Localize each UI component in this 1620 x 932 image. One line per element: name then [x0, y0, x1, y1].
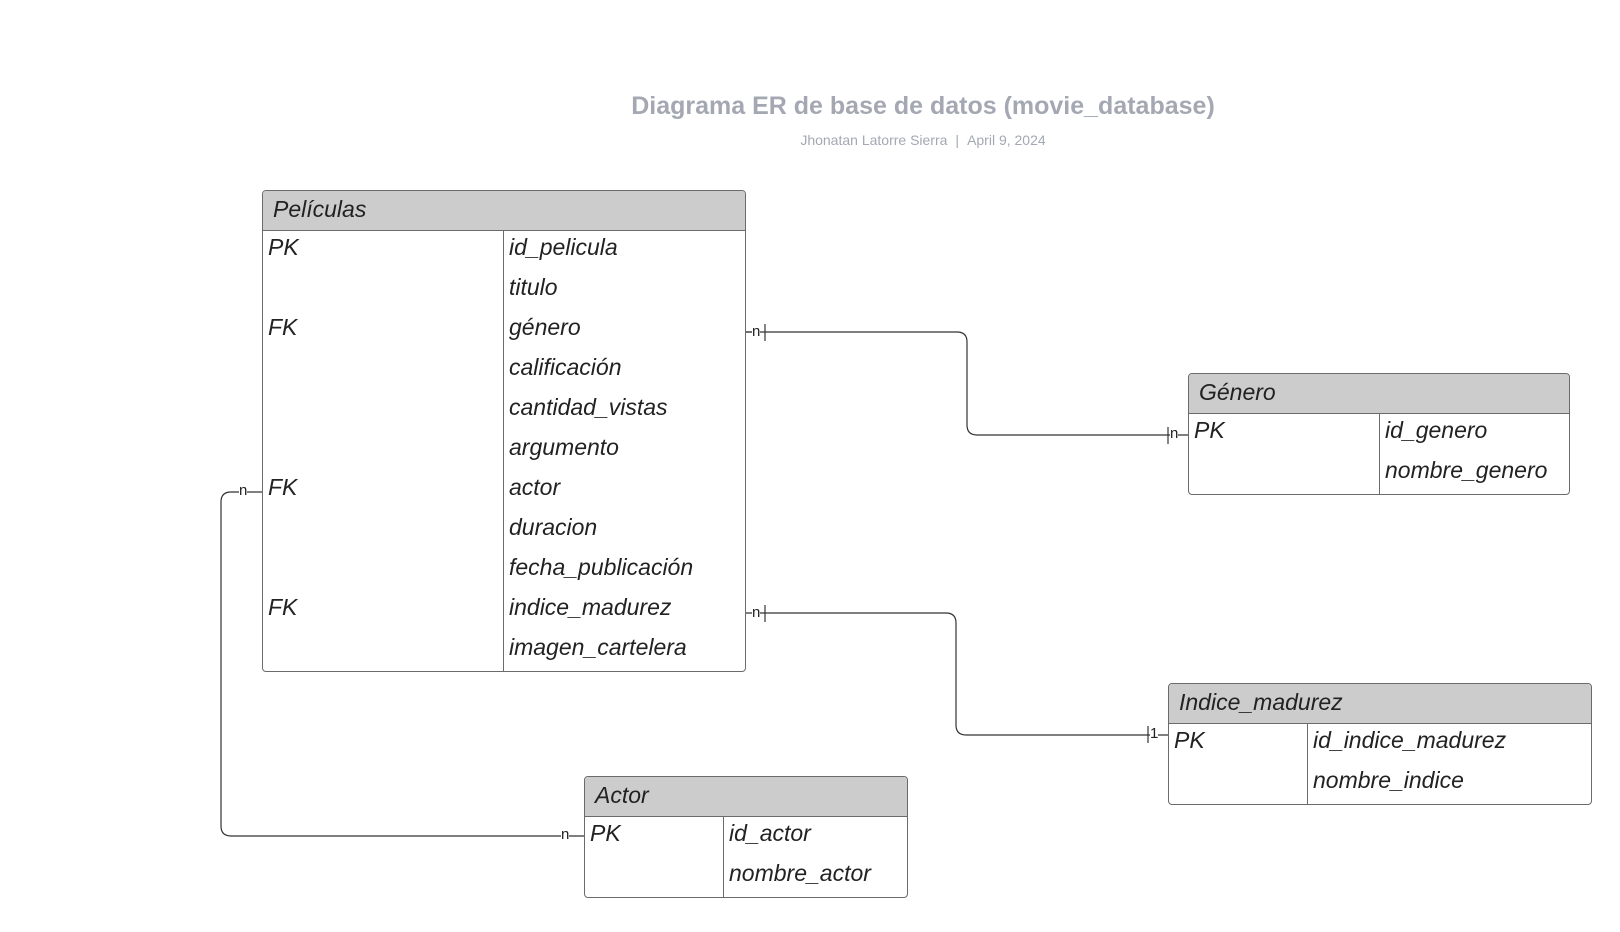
- key-label: FK: [268, 474, 298, 500]
- cardinality-indice-source: n: [752, 604, 761, 621]
- entity-genero-header: Género: [1189, 374, 1569, 414]
- field-name: id_indice_madurez: [1313, 727, 1507, 753]
- cardinality-genero-source: n: [752, 323, 761, 340]
- connector-indice-madurez[interactable]: [746, 612, 1168, 736]
- diagram-date: April 9, 2024: [967, 132, 1046, 148]
- table-row: nombre_actor: [585, 857, 907, 897]
- subtitle-separator: |: [955, 132, 960, 148]
- column-divider: [1307, 724, 1308, 804]
- table-row: titulo: [263, 271, 745, 311]
- table-row: PK id_actor: [585, 817, 907, 857]
- diagram-subtitle: Jhonatan Latorre Sierra | April 9, 2024: [0, 132, 1620, 148]
- field-name: nombre_indice: [1313, 767, 1464, 793]
- key-label: FK: [268, 594, 298, 620]
- entity-peliculas[interactable]: Películas PK id_pelicula titulo FK género …: [262, 190, 746, 672]
- table-row: FK género: [263, 311, 745, 351]
- author-name: Jhonatan Latorre Sierra: [800, 132, 948, 148]
- cardinality-genero-target: n: [1170, 425, 1179, 442]
- table-row: imagen_cartelera: [263, 631, 745, 671]
- entity-actor[interactable]: Actor PK id_actor nombre_actor: [584, 776, 908, 898]
- key-label: FK: [268, 314, 298, 340]
- cardinality-actor-source: n: [239, 482, 248, 499]
- entity-actor-header: Actor: [585, 777, 907, 817]
- entity-genero-body: PK id_genero nombre_genero: [1189, 414, 1569, 494]
- table-row: nombre_genero: [1189, 454, 1569, 494]
- key-label: PK: [1194, 417, 1225, 443]
- entity-peliculas-body: PK id_pelicula titulo FK género calificaci…: [263, 231, 745, 671]
- column-divider: [1379, 414, 1380, 494]
- key-label: PK: [590, 820, 621, 846]
- table-row: FK indice_madurez: [263, 591, 745, 631]
- key-label: PK: [268, 234, 299, 260]
- field-name: imagen_cartelera: [509, 634, 687, 660]
- field-name: indice_madurez: [509, 594, 672, 620]
- entity-peliculas-header: Películas: [263, 191, 745, 231]
- field-name: nombre_actor: [729, 860, 871, 886]
- field-name: id_actor: [729, 820, 811, 846]
- table-row: PK id_pelicula: [263, 231, 745, 271]
- field-name: id_pelicula: [509, 234, 618, 260]
- table-row: duracion: [263, 511, 745, 551]
- entity-indice-madurez-header: Indice_madurez: [1169, 684, 1591, 724]
- table-row: nombre_indice: [1169, 764, 1591, 804]
- connector-actor[interactable]: [220, 491, 584, 837]
- column-divider: [503, 231, 504, 671]
- table-row: calificación: [263, 351, 745, 391]
- field-name: cantidad_vistas: [509, 394, 668, 420]
- connector-genero[interactable]: [746, 331, 1188, 436]
- table-row: cantidad_vistas: [263, 391, 745, 431]
- column-divider: [723, 817, 724, 897]
- entity-actor-body: PK id_actor nombre_actor: [585, 817, 907, 897]
- key-label: PK: [1174, 727, 1205, 753]
- table-row: FK actor: [263, 471, 745, 511]
- field-name: id_genero: [1385, 417, 1488, 443]
- field-name: duracion: [509, 514, 598, 540]
- entity-indice-madurez-body: PK id_indice_madurez nombre_indice: [1169, 724, 1591, 804]
- field-name: actor: [509, 474, 561, 500]
- field-name: nombre_genero: [1385, 457, 1548, 483]
- table-row: PK id_genero: [1189, 414, 1569, 454]
- field-name: argumento: [509, 434, 619, 460]
- field-name: fecha_publicación: [509, 554, 694, 580]
- cardinality-indice-target: 1: [1150, 725, 1159, 742]
- table-row: argumento: [263, 431, 745, 471]
- field-name: calificación: [509, 354, 622, 380]
- diagram-title: Diagrama ER de base de datos (movie_data…: [631, 92, 1215, 120]
- cardinality-actor-target: n: [561, 826, 570, 843]
- entity-indice-madurez[interactable]: Indice_madurez PK id_indice_madurez nombr…: [1168, 683, 1592, 805]
- field-name: titulo: [509, 274, 558, 300]
- entity-genero[interactable]: Género PK id_genero nombre_genero: [1188, 373, 1570, 495]
- table-row: PK id_indice_madurez: [1169, 724, 1591, 764]
- table-row: fecha_publicación: [263, 551, 745, 591]
- field-name: género: [509, 314, 581, 340]
